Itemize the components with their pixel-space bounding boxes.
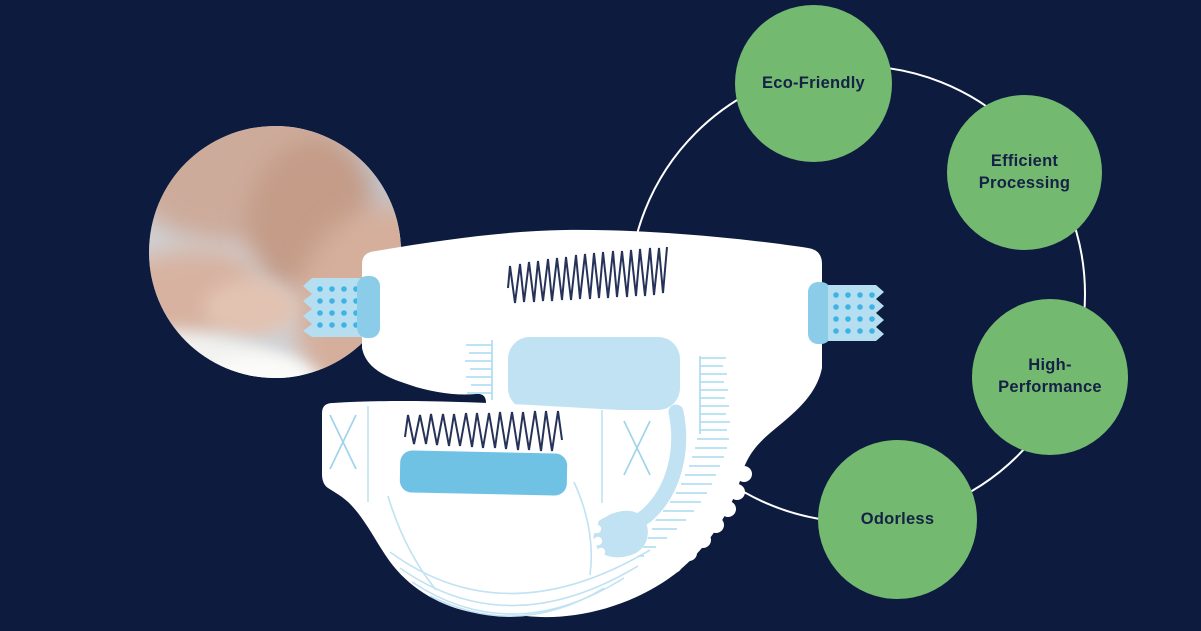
feature-label-line: Processing	[978, 173, 1071, 192]
pad-wrap	[592, 404, 687, 558]
feature-label-line: Odorless	[860, 509, 935, 528]
feature-label-line: High-	[1028, 356, 1072, 375]
feature-bubble-eco-friendly: Eco-Friendly	[735, 5, 892, 162]
fastener-x-left	[329, 414, 357, 470]
waistband-stitch-front	[404, 410, 563, 452]
absorbent-pad	[508, 337, 680, 410]
left-ruffles	[465, 340, 493, 400]
feature-label-line: Efficient	[990, 151, 1059, 170]
front-panel-details	[329, 406, 651, 617]
feature-bubble-efficient-processing: Efficient Processing	[947, 95, 1102, 250]
diaper-scallop-edge	[597, 466, 752, 605]
landing-zone-strip	[399, 450, 568, 496]
feature-label-line: Eco-Friendly	[762, 73, 865, 92]
hem-stitch-arcs	[389, 549, 651, 617]
feature-bubble-odorless: Odorless	[818, 440, 977, 599]
feature-bubble-high-performance: High- Performance	[972, 299, 1128, 455]
diaper-illustration	[303, 229, 884, 618]
diaper-tab-right	[808, 282, 884, 344]
fastener-x-right	[623, 420, 651, 476]
waistband-stitch-back	[507, 246, 668, 304]
feature-label-line: Performance	[998, 378, 1102, 396]
diaper-tab-left	[303, 276, 380, 338]
